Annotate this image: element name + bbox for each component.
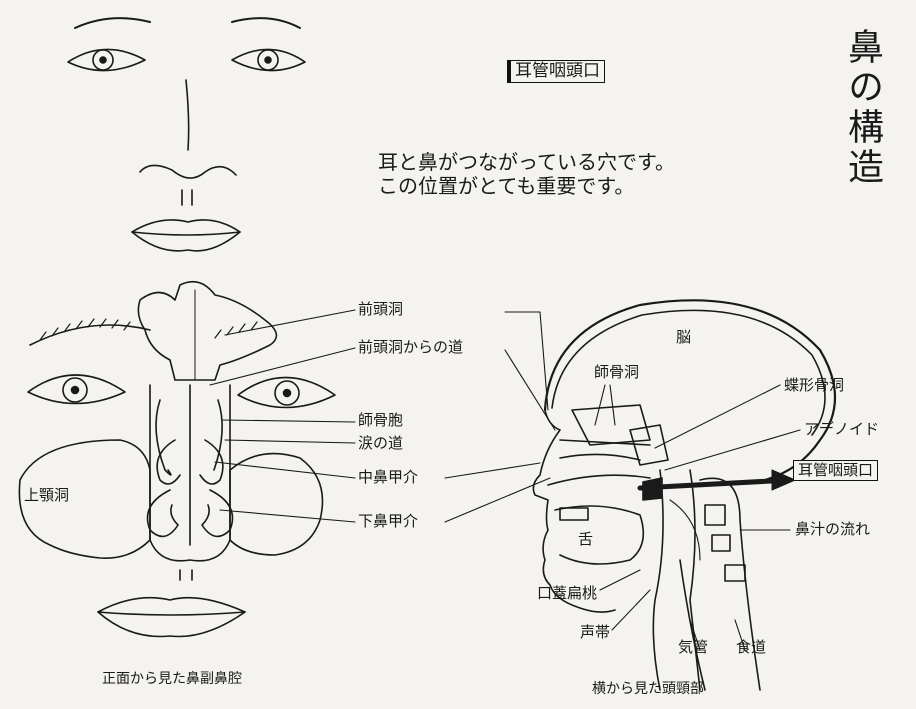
side-head-illustration	[445, 300, 835, 690]
page-title: 鼻の構造	[836, 28, 888, 188]
description: 耳と鼻がつながっている穴です。 この位置がとても重要です。	[378, 150, 675, 198]
label-brain: 脳	[676, 330, 691, 345]
label-middle-turbinate: 中鼻甲介	[358, 470, 418, 485]
label-frontal-sinus: 前頭洞	[358, 302, 403, 317]
label-maxillary-sinus: 上顎洞	[24, 488, 69, 503]
label-tongue: 舌	[578, 532, 593, 547]
label-esophagus: 食道	[736, 640, 766, 655]
label-nasal-flow: 鼻汁の流れ	[795, 522, 870, 537]
label-eustachian-opening: 耳管咽頭口	[793, 460, 878, 481]
label-ethmoid-sinus: 師骨洞	[594, 365, 639, 380]
label-frontal-sinus-path: 前頭洞からの道	[358, 340, 463, 355]
label-tonsil: 口蓋扁桃	[537, 586, 597, 601]
caption-side-view: 横から見た頭頸部	[592, 682, 704, 696]
label-sphenoid-sinus: 蝶形骨洞	[784, 378, 844, 393]
label-tear-duct: 涙の道	[358, 436, 403, 451]
label-adenoid: アデノイド	[804, 422, 879, 437]
description-line: 耳と鼻がつながっている穴です。	[378, 150, 675, 174]
label-trachea: 気管	[678, 640, 708, 655]
eustachian-opening-label-top: 耳管咽頭口	[507, 60, 605, 83]
front-sinus-illustration	[19, 282, 355, 637]
label-vocal-cords: 声帯	[580, 625, 610, 640]
label-inferior-turbinate: 下鼻甲介	[358, 514, 418, 529]
label-ethmoid-cells: 師骨胞	[358, 413, 403, 428]
face-illustration-top	[68, 18, 305, 251]
description-line: この位置がとても重要です。	[378, 174, 675, 198]
caption-front-view: 正面から見た鼻副鼻腔	[102, 672, 242, 686]
